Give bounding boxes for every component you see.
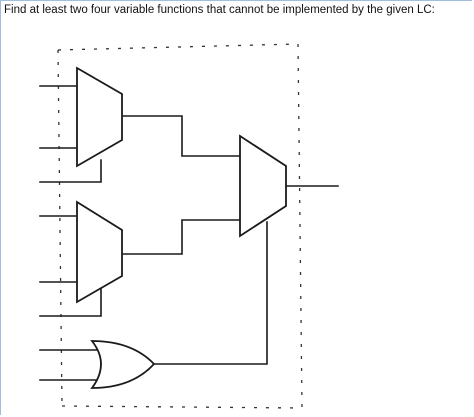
mux-top-left: [76, 66, 123, 168]
question-text: Find at least two four variable function…: [4, 4, 435, 16]
logic-cell-boundary: [57, 43, 303, 409]
or-gate: [90, 340, 156, 389]
mux-bottom-left-wires: [39, 215, 241, 317]
mux-top-left-wires: [39, 85, 241, 183]
or-gate-wires: [39, 221, 268, 381]
mux-output: [239, 134, 287, 238]
mux-bottom-left: [76, 200, 123, 304]
